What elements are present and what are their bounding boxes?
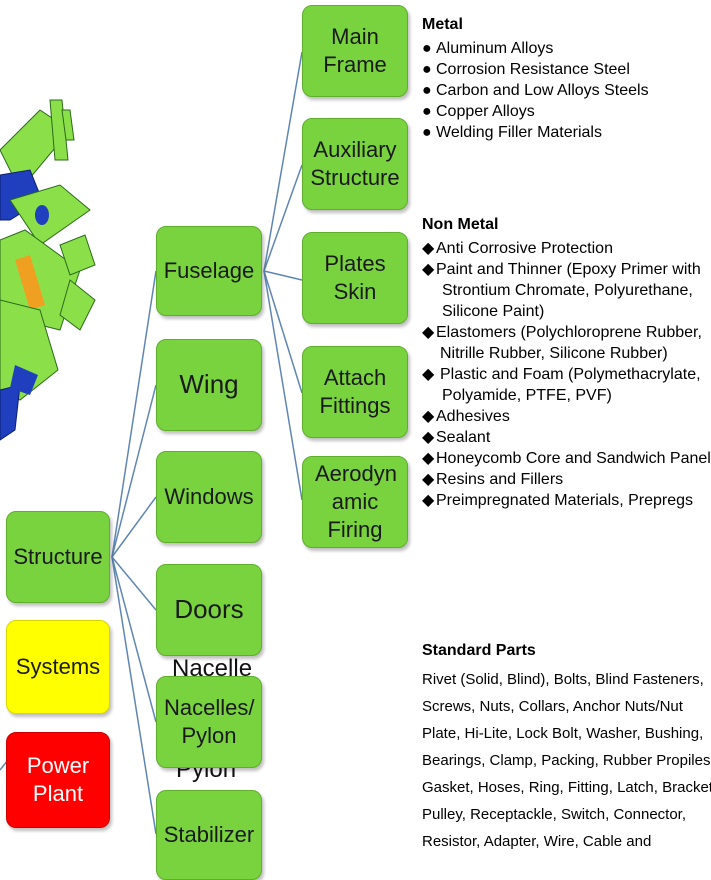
node-stabilizer-label: Stabilizer <box>163 821 255 847</box>
metal-item: ●Aluminum Alloys <box>422 38 649 59</box>
node-nacelles-pylon[interactable]: Nacelles/ Pylon <box>156 676 262 768</box>
bullet-diamond: ◆ <box>422 471 435 488</box>
nonmetal-item: ◆Anti Corrosive Protection <box>422 238 711 259</box>
node-main-frame[interactable]: Main Frame <box>302 5 408 97</box>
bullet-diamond: ◆ <box>422 429 435 446</box>
node-auxiliary-structure[interactable]: Auxiliary Structure <box>302 118 408 210</box>
node-power-plant[interactable]: Power Plant <box>6 732 110 828</box>
node-aerodynamic-firing-label: Aerodyn amic Firing <box>315 460 397 543</box>
standard-parts-section: Standard Parts Rivet (Solid, Blind), Bol… <box>422 642 711 855</box>
nonmetal-item-text: Anti Corrosive Protection <box>436 240 613 257</box>
bullet-diamond: ◆ <box>422 492 435 509</box>
node-power-plant-label: Power Plant <box>26 752 90 806</box>
nonmetal-item-text: Resins and Fillers <box>436 471 564 488</box>
node-doors[interactable]: Doors <box>156 564 262 656</box>
nonmetal-item-text: Honeycomb Core and Sandwich Panel <box>436 450 711 467</box>
metal-item-text: Corrosion Resistance Steel <box>436 61 630 78</box>
bullet-dot: ● <box>422 124 432 141</box>
nonmetal-section: Non Metal ◆Anti Corrosive Protection ◆Pa… <box>422 216 711 511</box>
metal-item: ●Corrosion Resistance Steel <box>422 59 649 80</box>
nonmetal-heading: Non Metal <box>422 216 499 233</box>
node-systems-label: Systems <box>15 653 101 679</box>
node-aerodynamic-firing[interactable]: Aerodyn amic Firing <box>302 456 408 548</box>
node-fuselage-label: Fuselage <box>163 257 255 283</box>
nonmetal-item: ◆Preimpregnated Materials, Prepregs <box>422 490 711 511</box>
metal-section: Metal ●Aluminum Alloys ●Corrosion Resist… <box>422 16 649 143</box>
bullet-diamond: ◆ <box>422 408 435 425</box>
bullet-diamond: ◆ <box>422 366 435 383</box>
node-attach-fittings[interactable]: Attach Fittings <box>302 346 408 438</box>
node-stabilizer[interactable]: Stabilizer <box>156 790 262 880</box>
node-plates-skin-label: Plates Skin <box>324 250 386 304</box>
metal-item: ●Welding Filler Materials <box>422 122 649 143</box>
bullet-dot: ● <box>422 61 432 78</box>
node-fuselage[interactable]: Fuselage <box>156 226 262 316</box>
node-auxiliary-structure-label: Auxiliary Structure <box>310 136 400 190</box>
nonmetal-item: ◆Paint and Thinner (Epoxy Primer with <box>422 259 711 280</box>
node-wing-label: Wing <box>179 369 239 400</box>
bullet-diamond: ◆ <box>422 240 435 257</box>
nonmetal-item: ◆Adhesives <box>422 406 711 427</box>
node-wing[interactable]: Wing <box>156 339 262 431</box>
nonmetal-item-text: Sealant <box>436 429 491 446</box>
nonmetal-item-continuation: Silicone Paint) <box>442 303 545 320</box>
node-systems[interactable]: Systems <box>6 620 110 714</box>
metal-item-text: Copper Alloys <box>436 103 535 120</box>
node-windows-label: Windows <box>164 483 254 509</box>
bullet-diamond: ◆ <box>422 450 435 467</box>
node-nacelles-pylon-label: Nacelles/ Pylon <box>164 694 255 748</box>
nonmetal-item-continuation: Strontium Chromate, Polyurethane, <box>442 282 693 299</box>
node-windows[interactable]: Windows <box>156 451 262 543</box>
metal-item-text: Carbon and Low Alloys Steels <box>436 82 649 99</box>
node-structure[interactable]: Structure <box>6 511 110 603</box>
metal-heading: Metal <box>422 16 463 33</box>
bullet-dot: ● <box>422 40 432 57</box>
nonmetal-item-continuation: Nitrille Rubber, Silicone Rubber) <box>440 345 668 362</box>
metal-item: ●Copper Alloys <box>422 101 649 122</box>
nonmetal-item: ◆Sealant <box>422 427 711 448</box>
node-doors-label: Doors <box>174 594 244 625</box>
nonmetal-item: ◆Elastomers (Polychloroprene Rubber, <box>422 322 711 343</box>
nonmetal-item-text: Elastomers (Polychloroprene Rubber, <box>436 324 702 341</box>
nonmetal-item-text: Preimpregnated Materials, Prepregs <box>436 492 694 509</box>
node-main-frame-label: Main Frame <box>323 23 387 77</box>
bullet-diamond: ◆ <box>422 324 435 341</box>
node-plates-skin[interactable]: Plates Skin <box>302 232 408 324</box>
nonmetal-item: ◆Honeycomb Core and Sandwich Panel <box>422 448 711 469</box>
nonmetal-item-text: Adhesives <box>436 408 510 425</box>
node-attach-fittings-label: Attach Fittings <box>319 364 391 418</box>
nonmetal-item-text: Plastic and Foam (Polymethacrylate, <box>440 366 701 383</box>
nonmetal-item-continuation: Polyamide, PTFE, PVF) <box>442 387 612 404</box>
bullet-dot: ● <box>422 103 432 120</box>
bullet-dot: ● <box>422 82 432 99</box>
standard-parts-heading: Standard Parts <box>422 642 536 659</box>
aircraft-exploded-illustration <box>0 99 96 441</box>
metal-item-text: Aluminum Alloys <box>436 40 554 57</box>
metal-item: ●Carbon and Low Alloys Steels <box>422 80 649 101</box>
nonmetal-item: ◆ Plastic and Foam (Polymethacrylate, <box>422 364 711 385</box>
metal-item-text: Welding Filler Materials <box>436 124 602 141</box>
nonmetal-item-text: Paint and Thinner (Epoxy Primer with <box>436 261 701 278</box>
bullet-diamond: ◆ <box>422 261 435 278</box>
standard-parts-text: Rivet (Solid, Blind), Bolts, Blind Faste… <box>422 671 711 850</box>
nonmetal-item: ◆Resins and Fillers <box>422 469 711 490</box>
node-structure-label: Structure <box>13 543 103 569</box>
